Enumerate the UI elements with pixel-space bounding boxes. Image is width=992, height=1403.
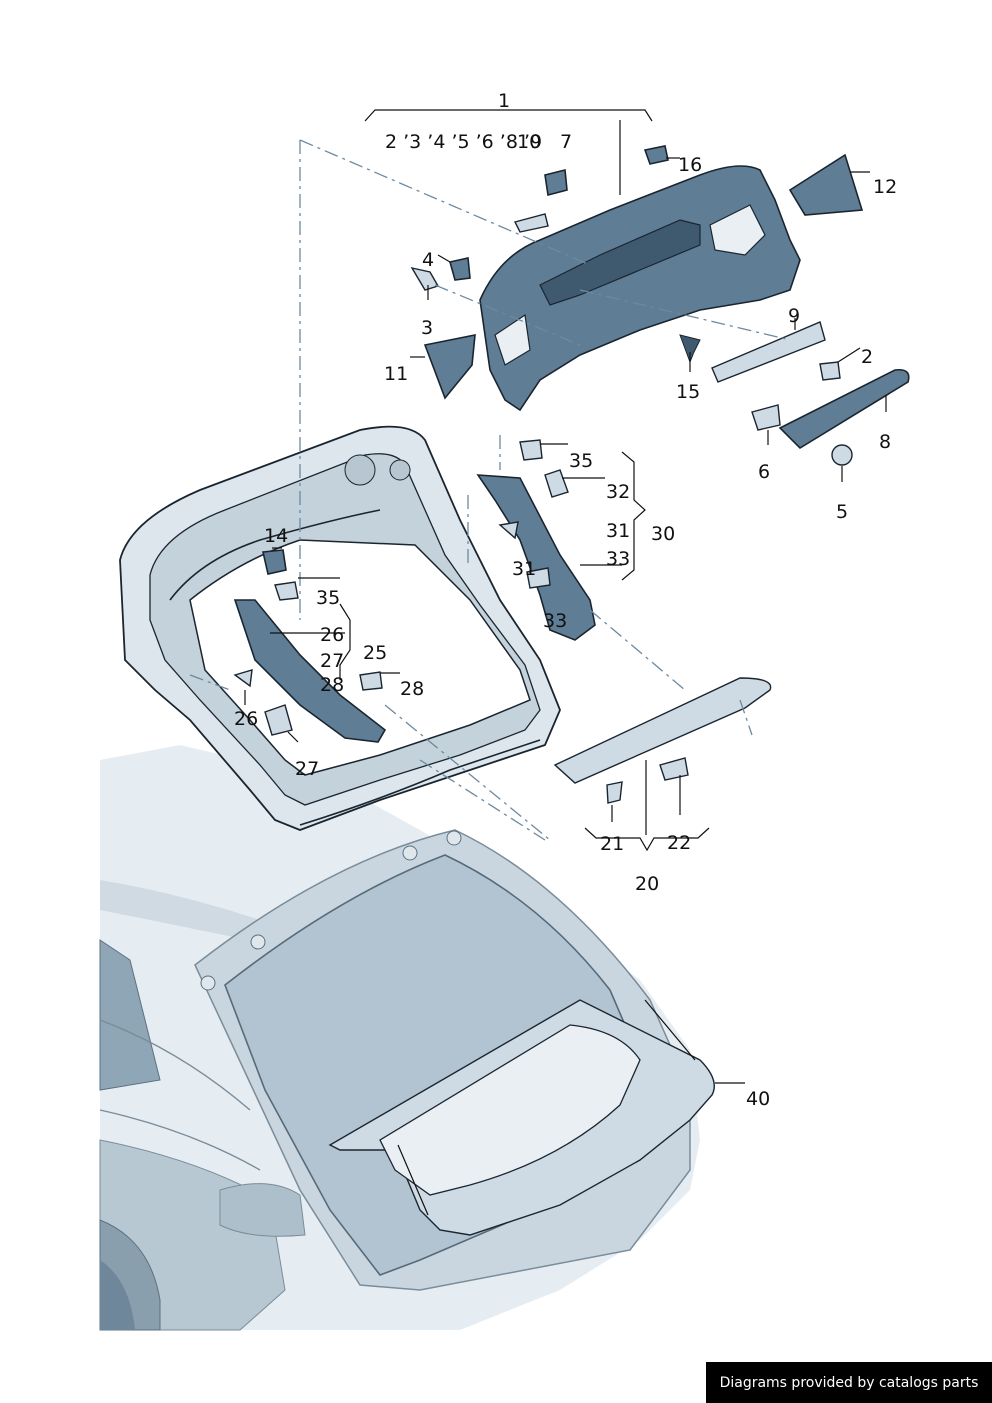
callout-12: 12 (873, 176, 897, 198)
clip-part-4 (449, 257, 471, 281)
clip-part-31b (526, 567, 551, 589)
clip-part-16 (643, 145, 669, 165)
clip-part-28 (359, 671, 383, 691)
clip-part-2 (819, 361, 841, 381)
callout-8: 8 (879, 431, 891, 453)
callout-35b: 35 (316, 587, 340, 609)
credit-text: Diagrams provided by catalogs parts (719, 1374, 979, 1391)
clip-part-26 (233, 669, 253, 688)
plug-part-22 (659, 757, 689, 781)
callout-11: 11 (384, 363, 408, 385)
tailgate-trim-panel-part-1 (479, 165, 801, 412)
strip-part-9 (711, 321, 826, 383)
clip-part-6 (751, 404, 781, 431)
callout-33a: 33 (606, 548, 630, 570)
callout-10: 10 (517, 131, 541, 153)
plug-part-32 (544, 469, 569, 498)
clip-part-5 (831, 444, 853, 466)
clip-part-14 (262, 549, 287, 575)
callout-9: 9 (788, 305, 800, 327)
credit-badge: Diagrams provided by catalogs parts (706, 1362, 992, 1403)
callout-33b: 33 (543, 610, 567, 632)
callout-group-1-items: 2 ’3 ’4 ’5 ’6 ’8 ’9 (385, 131, 542, 153)
callout-labels: 1 2 ’3 ’4 ’5 ’6 ’8 ’9 10 7 16 12 4 3 11 … (234, 90, 897, 1110)
callout-27b: 27 (295, 758, 319, 780)
clip-part-3 (410, 266, 440, 291)
assembly-lines (189, 139, 791, 841)
callout-30: 30 (651, 523, 675, 545)
callout-7: 7 (560, 131, 572, 153)
callout-1: 1 (498, 90, 510, 112)
callout-4: 4 (422, 249, 434, 271)
plug-part-27 (264, 704, 293, 736)
cargo-cover-part-40 (328, 999, 715, 1236)
callout-32: 32 (606, 481, 630, 503)
clip-part-7 (544, 168, 568, 197)
clip-part-35b (274, 581, 299, 601)
cap-part-10 (513, 213, 549, 233)
callout-28a: 28 (320, 674, 344, 696)
callout-26a: 26 (320, 624, 344, 646)
cover-part-11 (423, 334, 476, 400)
cargo-cover-part-20 (553, 677, 772, 784)
callout-20: 20 (635, 873, 659, 895)
screw-part-15 (679, 334, 701, 364)
callout-2: 2 (861, 346, 873, 368)
callout-40: 40 (746, 1088, 770, 1110)
callout-5: 5 (836, 501, 848, 523)
callout-3: 3 (421, 317, 433, 339)
callout-14: 14 (264, 525, 288, 547)
callout-35a: 35 (569, 450, 593, 472)
clip-part-31a (498, 521, 519, 540)
trim-strip-part-25 (233, 599, 387, 743)
leader-lines (244, 109, 887, 1084)
cover-part-12 (788, 153, 864, 216)
handle-strip-part-8 (778, 368, 910, 450)
callout-6: 6 (758, 461, 770, 483)
callout-27a: 27 (320, 650, 344, 672)
callout-31a: 31 (606, 520, 630, 542)
callout-16: 16 (678, 154, 702, 176)
callout-22: 22 (667, 832, 691, 854)
clip-part-35a (519, 439, 543, 461)
callout-31b: 31 (512, 558, 536, 580)
callout-26b: 26 (234, 708, 258, 730)
callout-15: 15 (676, 381, 700, 403)
callout-21: 21 (600, 833, 624, 855)
clip-part-21 (606, 781, 623, 804)
callout-25: 25 (363, 642, 387, 664)
callout-28b: 28 (400, 678, 424, 700)
